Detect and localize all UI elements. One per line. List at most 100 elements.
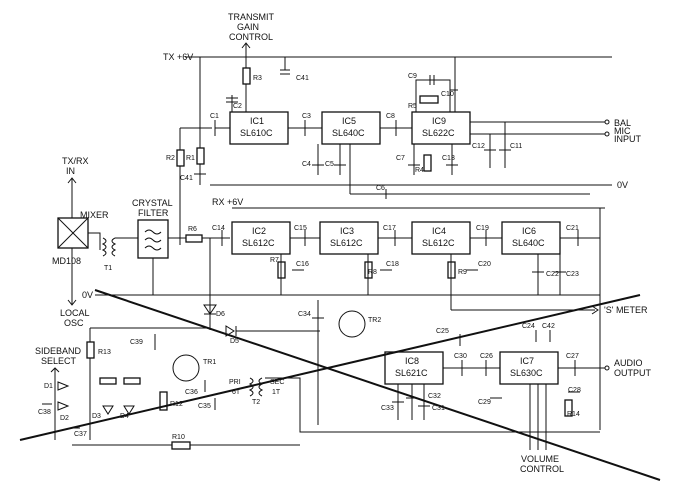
- t1-primary-coil: [101, 237, 107, 257]
- diode-d2-icon: [57, 401, 70, 411]
- resistor-r13: [86, 341, 95, 359]
- label-r8: R8: [368, 269, 377, 276]
- label-c8: C8: [386, 113, 395, 120]
- mixer-cross-b: [57, 217, 89, 249]
- resistor-r5: [419, 95, 439, 104]
- label-r9: R9: [458, 269, 467, 276]
- label-c21: C21: [566, 225, 579, 232]
- mic-terminal-1: [604, 119, 610, 125]
- resistor-r6: [185, 234, 203, 243]
- label-c20: C20: [478, 261, 491, 268]
- crystal-x2-icon: [123, 377, 141, 385]
- label-c42: C42: [542, 323, 555, 330]
- label-c41-left: C41: [180, 175, 193, 182]
- label-r12: R12: [170, 401, 183, 408]
- zero-volt-top-label: 0V: [617, 180, 628, 190]
- ic5-name: IC5: [342, 116, 356, 126]
- ic2-name: IC2: [252, 226, 266, 236]
- resistor-r12: [159, 391, 168, 411]
- sideband-arrow-icon: [50, 367, 60, 373]
- mixer-title: MIXER: [80, 210, 109, 220]
- txrx-line1: TX/RX: [62, 156, 89, 166]
- label-c34: C34: [298, 311, 311, 318]
- ic9-part: SL622C: [422, 128, 455, 138]
- ic6-part: SL640C: [512, 238, 545, 248]
- label-c28: C28: [568, 387, 581, 394]
- label-r7: R7: [270, 257, 279, 264]
- local-osc-line2: OSC: [64, 318, 84, 328]
- crystal-filter-block: [137, 219, 169, 259]
- label-c7: C7: [396, 155, 405, 162]
- label-pri-ratio: 6T: [232, 389, 241, 396]
- ic8-name: IC8: [405, 356, 419, 366]
- label-c5: C5: [325, 161, 334, 168]
- label-c25: C25: [436, 328, 449, 335]
- label-r6: R6: [188, 226, 197, 233]
- label-c16: C16: [296, 261, 309, 268]
- label-c38: C38: [38, 409, 51, 416]
- resistor-r14: [564, 399, 573, 417]
- transistor-tr1-icon: [172, 354, 200, 382]
- label-c35: C35: [198, 403, 211, 410]
- label-c2: C2: [233, 103, 242, 110]
- label-c23: C23: [566, 271, 579, 278]
- ic4-name: IC4: [432, 226, 446, 236]
- label-c41-top: C41: [296, 75, 309, 82]
- label-c1: C1: [210, 113, 219, 120]
- bal-mic-line3: INPUT: [614, 134, 642, 144]
- label-c12: C12: [472, 143, 485, 150]
- ic3-part: SL612C: [330, 238, 363, 248]
- cross-out-line-2: [19, 294, 641, 441]
- bal-mic-line1: BAL: [614, 118, 631, 128]
- label-c15: C15: [294, 225, 307, 232]
- ic6-block: [501, 221, 561, 255]
- local-osc-arrow-icon: [67, 299, 77, 306]
- diode-d1-icon: [57, 381, 70, 391]
- ic9-name: IC9: [432, 116, 446, 126]
- ic7-name: IC7: [520, 356, 534, 366]
- crystal-filter-line2: FILTER: [138, 208, 169, 218]
- label-c36: C36: [185, 389, 198, 396]
- label-d3: D3: [92, 413, 101, 420]
- mixer-part: MD108: [52, 256, 81, 266]
- label-r2: R2: [166, 155, 175, 162]
- transmit-gain-line1: TRANSMIT: [228, 12, 275, 22]
- ic2-part: SL612C: [242, 238, 275, 248]
- label-sec-ratio: 1T: [272, 389, 281, 396]
- label-pri: PRI: [229, 379, 241, 386]
- audio-terminal: [604, 365, 610, 371]
- label-r5: R5: [408, 103, 417, 110]
- ic5-block: [321, 111, 381, 145]
- label-c37: C37: [74, 431, 87, 438]
- resistor-r10: [171, 441, 191, 450]
- label-c29: C29: [478, 399, 491, 406]
- ic4-block: [411, 221, 471, 255]
- label-c27: C27: [566, 353, 579, 360]
- zero-volt-bottom-label: 0V: [82, 290, 93, 300]
- label-c6: C6: [376, 185, 385, 192]
- label-c10: C10: [441, 91, 454, 98]
- ic4-part: SL612C: [422, 238, 455, 248]
- label-c26: C26: [480, 353, 493, 360]
- cross-out-line-1: [94, 289, 661, 481]
- resistor-r1: [196, 147, 205, 165]
- bal-mic-line2: MIC: [614, 126, 631, 136]
- label-c33: C33: [381, 405, 394, 412]
- sideband-line1: SIDEBAND: [35, 346, 82, 356]
- s-meter-arrow-icon: [591, 305, 599, 315]
- label-d2: D2: [60, 415, 69, 422]
- gain-arrow-icon: [241, 42, 251, 49]
- label-c17: C17: [383, 225, 396, 232]
- t2-primary-coil: [248, 377, 254, 397]
- ic3-name: IC3: [340, 226, 354, 236]
- label-r14: R14: [567, 411, 580, 418]
- label-c4: C4: [302, 161, 311, 168]
- label-c18: C18: [386, 261, 399, 268]
- txrx-arrow-icon: [67, 177, 77, 184]
- ic9-block: [411, 111, 471, 145]
- ic1-name: IC1: [250, 116, 264, 126]
- ic8-part: SL621C: [395, 368, 428, 378]
- diode-d4-icon: [123, 405, 135, 415]
